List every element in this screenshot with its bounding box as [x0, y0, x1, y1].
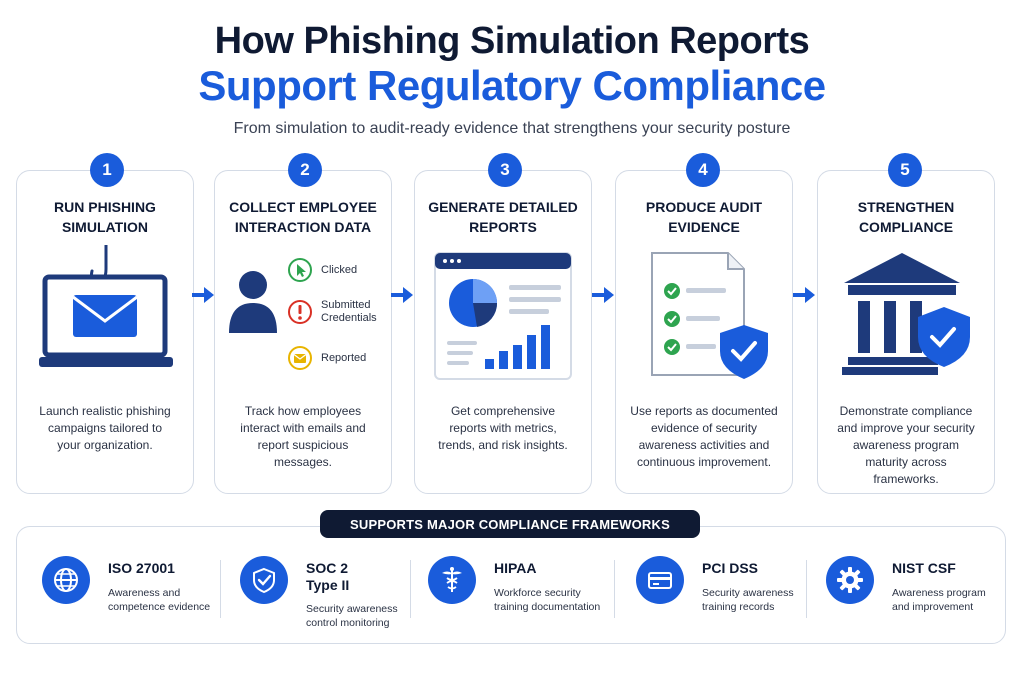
frameworks-banner: SUPPORTS MAJOR COMPLIANCE FRAMEWORKS	[320, 510, 700, 538]
framework-pci-dss: PCI DSS Security awareness training reco…	[616, 548, 814, 628]
page-subtitle: From simulation to audit-ready evidence …	[233, 120, 791, 137]
step-card-5: STRENGTHEN COMPLIANCE Demonstrate compli…	[817, 170, 995, 494]
step-description: Get comprehensive reports with metrics, …	[438, 404, 568, 452]
institution-shield-illustration	[818, 241, 994, 391]
step-card-1: RUN PHISHING SIMULATION Launch realistic…	[16, 170, 194, 494]
framework-description: Security awareness training records	[702, 587, 794, 613]
arrow-right-icon	[793, 287, 815, 303]
gear-icon	[826, 556, 874, 604]
arrow-right-icon	[391, 287, 413, 303]
divider	[410, 560, 411, 618]
framework-description: Awareness program and improvement	[892, 587, 986, 613]
step-description: Launch realistic phishing campaigns tail…	[39, 404, 171, 452]
step-description: Demonstrate compliance and improve your …	[837, 404, 975, 486]
interaction-label: Reported	[321, 351, 367, 364]
framework-name: ISO 27001	[108, 560, 175, 576]
step-number-badge: 4	[686, 153, 720, 187]
arrow-right-icon	[592, 287, 614, 303]
interaction-submitted: Submitted Credentials	[287, 299, 391, 325]
interaction-reported: Reported	[287, 345, 366, 371]
interaction-label: Clicked	[321, 263, 358, 276]
step-card-2: COLLECT EMPLOYEE INTERACTION DATA Clicke…	[214, 170, 392, 494]
interaction-clicked: Clicked	[287, 257, 357, 283]
framework-iso-27001: ISO 27001 Awareness and competence evide…	[22, 548, 220, 628]
step-description: Track how employees interact with emails…	[240, 404, 366, 469]
step-number-badge: 3	[488, 153, 522, 187]
alert-icon	[288, 300, 312, 324]
framework-description: Security awareness control monitoring	[306, 603, 398, 629]
framework-hipaa: HIPAA Workforce security training docume…	[408, 548, 606, 628]
arrow-right-icon	[192, 287, 214, 303]
report-dashboard-illustration	[415, 241, 591, 391]
caduceus-icon	[428, 556, 476, 604]
interaction-label: Submitted Credentials	[321, 299, 377, 324]
step-description: Use reports as documented evidence of se…	[630, 404, 778, 469]
step-title: COLLECT EMPLOYEE INTERACTION DATA	[229, 199, 377, 235]
step-title: STRENGTHEN COMPLIANCE	[857, 199, 955, 235]
step-number-badge: 1	[90, 153, 124, 187]
framework-description: Awareness and competence evidence	[108, 587, 211, 613]
step-card-3: GENERATE DETAILED REPORTS Get comprehens…	[414, 170, 592, 494]
framework-description: Workforce security training documentatio…	[494, 587, 601, 613]
divider	[220, 560, 221, 618]
divider	[614, 560, 615, 618]
page-title-line2: Support Regulatory Compliance	[198, 62, 826, 109]
divider	[806, 560, 807, 618]
step-title: RUN PHISHING SIMULATION	[54, 199, 156, 235]
step-card-4: PRODUCE AUDIT EVIDENCE Use reports as do…	[615, 170, 793, 494]
cursor-click-icon	[288, 258, 312, 282]
shield-check-icon	[240, 556, 288, 604]
framework-name: SOC 2 Type II	[306, 560, 350, 593]
envelope-icon	[288, 346, 312, 370]
step-number-badge: 5	[888, 153, 922, 187]
framework-name: PCI DSS	[702, 560, 759, 576]
framework-name: HIPAA	[494, 560, 537, 576]
page-title-line1: How Phishing Simulation Reports	[214, 20, 810, 62]
interaction-illustration: Clicked Submitted Credentials Reported	[215, 241, 391, 391]
step-number-badge: 2	[288, 153, 322, 187]
globe-icon	[42, 556, 90, 604]
laptop-phishing-illustration	[17, 241, 193, 391]
framework-name: NIST CSF	[892, 560, 956, 576]
framework-soc-2: SOC 2 Type II Security awareness control…	[220, 548, 418, 629]
step-title: GENERATE DETAILED REPORTS	[428, 199, 578, 235]
audit-document-illustration	[616, 241, 792, 391]
credit-card-icon	[636, 556, 684, 604]
step-title: PRODUCE AUDIT EVIDENCE	[645, 199, 763, 235]
framework-nist-csf: NIST CSF Awareness program and improveme…	[806, 548, 1004, 628]
